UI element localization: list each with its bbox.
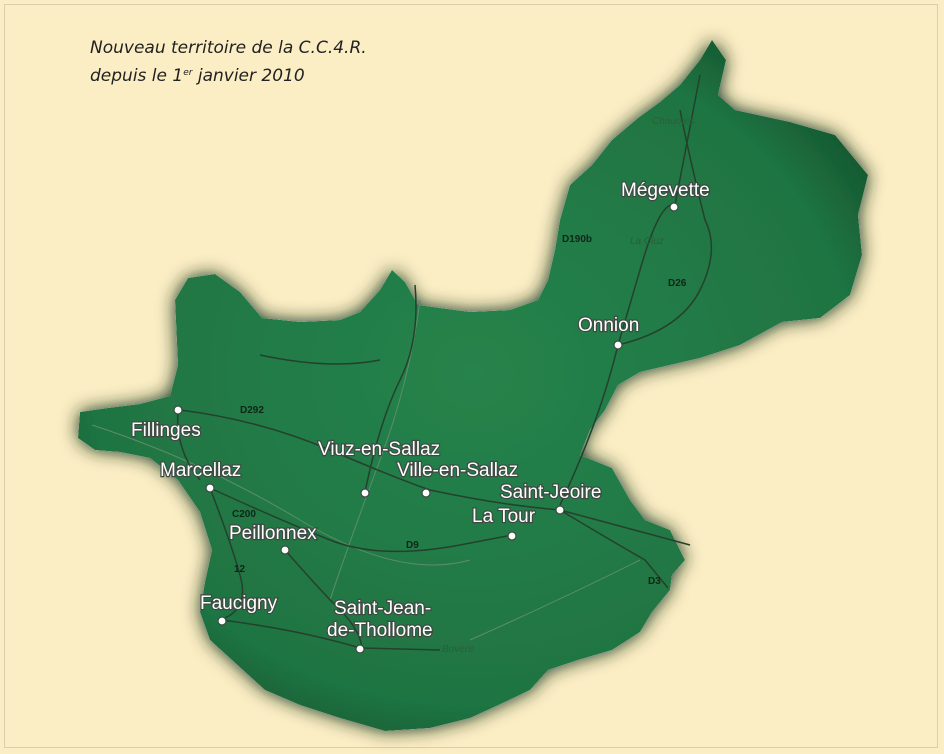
- caption-line-2: depuis le 1er janvier 2010: [90, 61, 367, 89]
- road-label-d12: 12: [234, 564, 246, 575]
- town-label-onnion: Onnion: [578, 315, 639, 336]
- road-north: [259, 354, 381, 365]
- town-label-viuz: Viuz-en-Sallaz: [318, 439, 440, 460]
- river-line: [469, 559, 641, 641]
- town-dot-megevette: [669, 202, 679, 212]
- town-dot-marcellaz: [205, 483, 215, 493]
- caption-line-2-suffix: janvier 2010: [192, 66, 305, 86]
- road-label-d26: D26: [668, 278, 687, 289]
- road-fillinges: [176, 409, 201, 481]
- river-line: [329, 299, 421, 601]
- road-label-d190b: D190b: [562, 234, 592, 245]
- place-label-chaumes: Chaumes: [652, 116, 695, 127]
- territory-shape: [78, 40, 868, 731]
- place-label-la-cluz: La Cluz: [630, 236, 664, 247]
- town-dot-onnion: [613, 340, 623, 350]
- road-label-d292: D292: [240, 405, 264, 416]
- map-frame: [4, 4, 938, 748]
- town-label-ville: Ville-en-Sallaz: [397, 460, 518, 481]
- road-label-d9: D9: [406, 540, 419, 551]
- caption-ordinal: er: [183, 68, 193, 78]
- town-dot-ville: [421, 488, 431, 498]
- town-label-marcellaz: Marcellaz: [160, 460, 241, 481]
- town-dot-saint-jeoire: [555, 505, 565, 515]
- road-label-c200: C200: [232, 509, 256, 520]
- town-label-megevette: Mégevette: [621, 180, 710, 201]
- town-dot-viuz: [360, 488, 370, 498]
- town-label-saint-jeoire: Saint-Jeoire: [500, 482, 601, 503]
- road-d292: [179, 409, 691, 546]
- town-label-faucigny: Faucigny: [200, 593, 278, 614]
- road-saint-jean: [284, 549, 363, 649]
- town-dot-saint-jean: [355, 644, 365, 654]
- town-dot-peillonnex: [280, 545, 290, 555]
- town-label-saint-jean-1: Saint-Jean-: [334, 598, 431, 619]
- caption-line-2-prefix: depuis le 1: [90, 66, 184, 86]
- road-d26: [617, 109, 713, 346]
- road-viuz: [364, 284, 417, 493]
- town-label-la-tour: La Tour: [472, 506, 536, 527]
- town-label-saint-jean-2: de-Thollome: [327, 620, 433, 641]
- town-label-fillinges: Fillinges: [131, 420, 201, 441]
- town-label-peillonnex: Peillonnex: [229, 523, 317, 544]
- road-main: [209, 487, 513, 553]
- map-caption: Nouveau territoire de la C.C.4.R. depuis…: [90, 36, 367, 89]
- town-dot-faucigny: [217, 616, 227, 626]
- river-line: [91, 424, 471, 566]
- road-c200: [209, 487, 244, 621]
- road-d3: [559, 509, 669, 589]
- road-label-d3: D3: [648, 576, 661, 587]
- town-dot-fillinges: [173, 405, 183, 415]
- place-label-bovere: Bovère: [442, 644, 474, 655]
- town-dot-la-tour: [507, 531, 517, 541]
- caption-line-1: Nouveau territoire de la C.C.4.R.: [90, 38, 367, 58]
- road-faucigny: [221, 619, 441, 651]
